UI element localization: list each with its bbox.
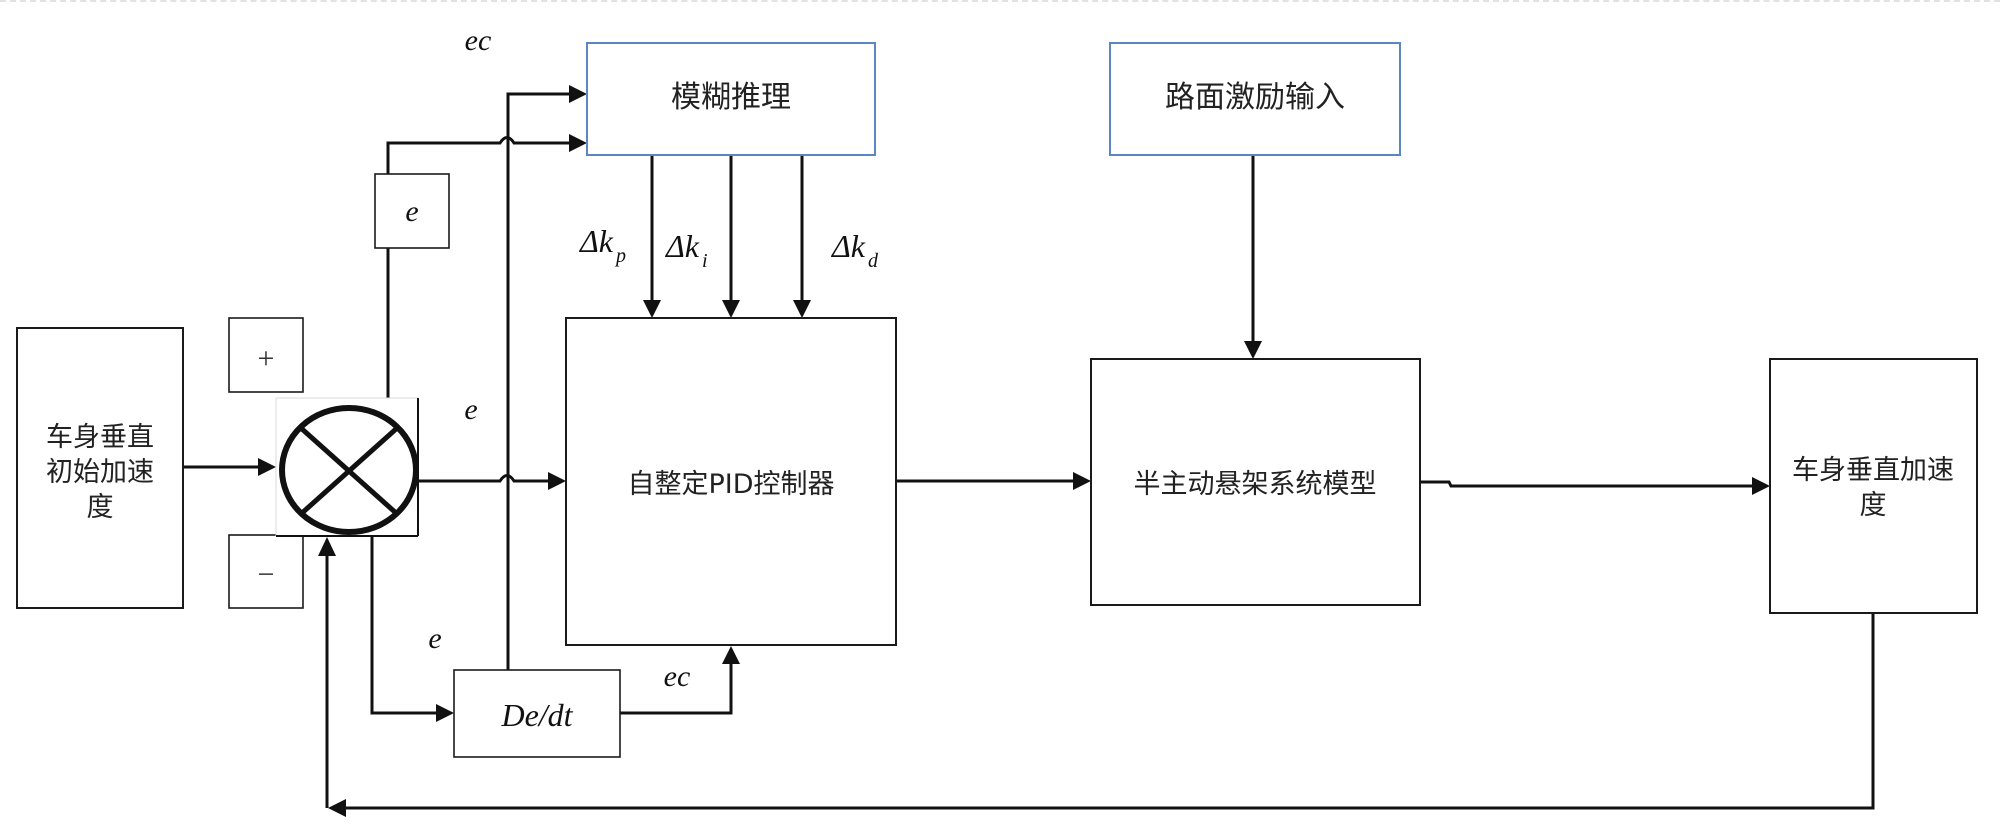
arrowheads: [258, 85, 1770, 817]
e-box: e: [374, 173, 450, 249]
output-label-line1: 车身垂直加速: [1792, 455, 1954, 486]
fuzzy-inference-label: 模糊推理: [671, 80, 791, 115]
wires: [183, 92, 1875, 810]
signal-delta-kd: Δk d: [830, 228, 879, 272]
derivative-block: De/dt: [453, 669, 621, 758]
pid-controller-block: 自整定PID控制器: [565, 317, 897, 646]
arrowhead-pid-ec: [722, 646, 740, 664]
signal-delta-kp: Δk p: [578, 223, 626, 267]
signal-e-lower: e: [428, 622, 441, 655]
e-box-label: e: [405, 195, 418, 228]
delta-kp-base: Δk: [578, 223, 614, 259]
pid-controller-label: 自整定PID控制器: [627, 469, 834, 500]
road-excitation-label: 路面激励输入: [1165, 80, 1345, 115]
delta-ki-base: Δk: [664, 228, 700, 264]
minus-sign: −: [258, 558, 275, 591]
arrowhead-input: [258, 458, 276, 476]
wire-ec-to-fuzzy: [506, 92, 572, 670]
arrowhead-feedback-up: [318, 537, 336, 556]
arrowhead-fuzzy-e: [569, 134, 587, 152]
wire-feedback: [342, 613, 1875, 810]
signal-ec-lower: ec: [664, 660, 691, 693]
arrowhead-delta-kd: [793, 300, 811, 318]
delta-ki-sub: i: [702, 250, 708, 272]
derivative-label: De/dt: [500, 697, 573, 733]
wire-suspension-to-output: [1420, 480, 1756, 488]
summing-junction: [275, 397, 419, 537]
top-dashed-rule: [0, 0, 2000, 2]
arrowhead-feedback-left: [328, 799, 346, 817]
suspension-model-block: 半主动悬架系统模型: [1090, 358, 1421, 606]
wire-junction-to-pid: [418, 474, 552, 483]
delta-kd-sub: d: [868, 250, 879, 272]
signal-delta-ki: Δk i: [664, 228, 708, 272]
input-label-line1: 车身垂直: [46, 422, 154, 453]
signal-labels: ec e e ec Δk p Δk i Δk d: [428, 24, 879, 693]
road-excitation-block: 路面激励输入: [1109, 42, 1401, 156]
input-block: 车身垂直 初始加速 度: [16, 327, 184, 609]
input-label-line3: 度: [87, 492, 114, 523]
arrowhead-road: [1244, 341, 1262, 359]
arrowhead-fuzzy-ec: [569, 85, 587, 103]
output-label-line2: 度: [1860, 490, 1887, 521]
suspension-model-label: 半主动悬架系统模型: [1134, 469, 1377, 500]
arrowhead-delta-kp: [643, 300, 661, 318]
output-block: 车身垂直加速 度: [1769, 358, 1978, 614]
arrowhead-derivative: [436, 704, 454, 722]
plus-sign: +: [258, 342, 275, 375]
delta-kd-base: Δk: [830, 228, 866, 264]
signal-ec-top: ec: [465, 24, 492, 57]
wire-derivative-to-pid: [620, 660, 733, 715]
plus-sign-box: +: [228, 317, 304, 393]
minus-sign-box: −: [228, 534, 304, 609]
input-label-line2: 初始加速: [46, 457, 154, 488]
fuzzy-inference-block: 模糊推理: [586, 42, 876, 156]
wire-junction-to-derivative: [370, 536, 440, 715]
wire-e-box-to-fuzzy: [386, 136, 572, 174]
arrowhead-delta-ki: [722, 300, 740, 318]
arrowhead-suspension: [1073, 472, 1091, 490]
signal-e-main: e: [464, 393, 477, 426]
delta-kp-sub: p: [614, 245, 626, 267]
summing-junction-icon: [279, 405, 419, 535]
arrowhead-output: [1752, 477, 1770, 495]
arrowhead-pid-e: [548, 472, 566, 490]
